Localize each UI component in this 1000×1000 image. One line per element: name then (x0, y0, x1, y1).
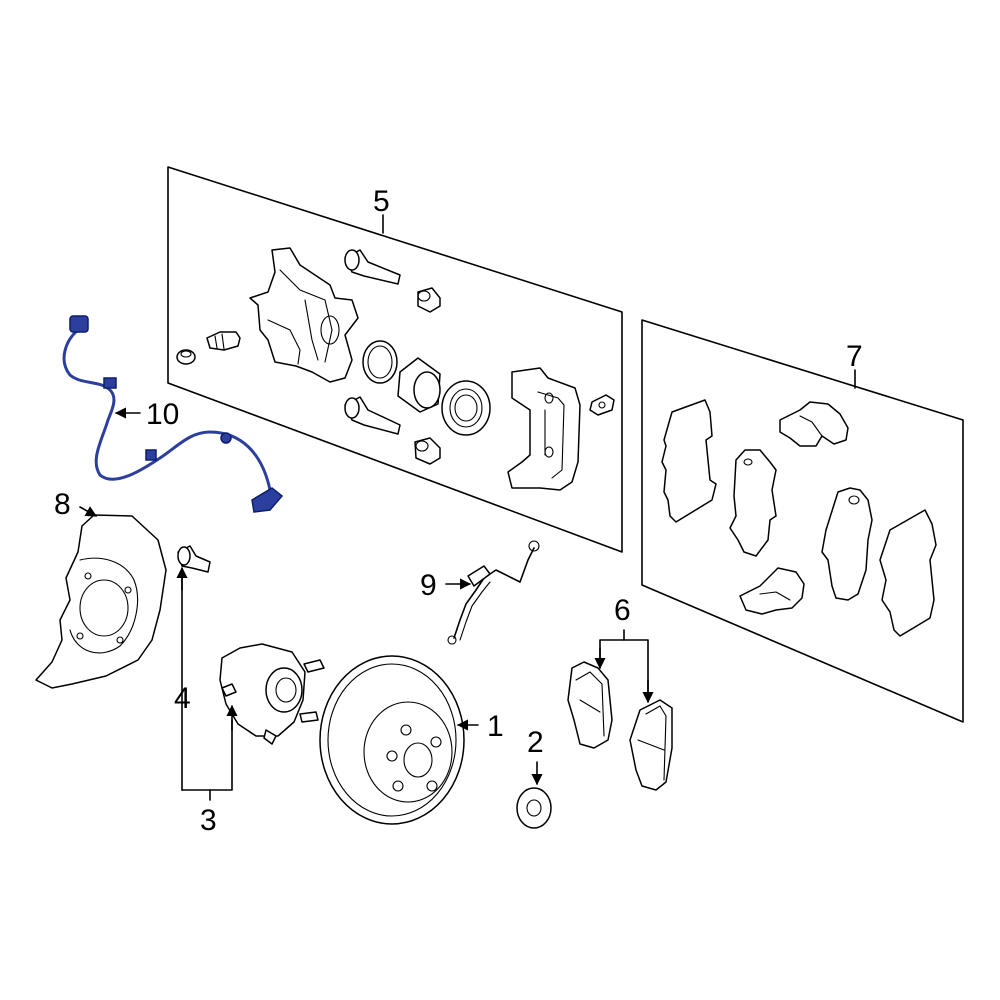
hub-assembly[interactable] (219, 643, 325, 745)
abs-sensor-connector[interactable] (69, 315, 89, 333)
pad-clip-lower[interactable] (739, 567, 805, 615)
callout-9: 9 (420, 569, 437, 602)
abs-sensor-clip-3[interactable] (220, 432, 232, 444)
brake-pad-inner[interactable] (567, 661, 613, 749)
shim-2[interactable] (729, 449, 777, 557)
caliper-bracket[interactable] (507, 367, 581, 491)
guide-pin-lower[interactable] (344, 396, 401, 435)
piston-seal[interactable] (362, 340, 398, 384)
callout-7: 7 (846, 340, 863, 373)
bleeder-cap[interactable] (176, 349, 196, 365)
abs-sensor-clip-1[interactable] (103, 377, 117, 389)
guide-pin-boot-upper[interactable] (417, 287, 441, 313)
callout-6: 6 (614, 594, 631, 627)
callout-2: 2 (527, 726, 544, 759)
callout-4: 4 (174, 682, 191, 715)
pad-clip-upper[interactable] (779, 401, 849, 447)
brake-hose[interactable] (447, 540, 540, 645)
abs-sensor-wire[interactable] (62, 328, 272, 492)
piston-boot[interactable] (441, 380, 491, 436)
hub-bolt[interactable] (177, 545, 211, 573)
shim-1[interactable] (661, 399, 717, 523)
brake-pad-outer[interactable] (629, 699, 673, 791)
hardware-kit-box (641, 319, 964, 723)
abs-sensor-clip-2[interactable] (145, 449, 157, 461)
bracket-clip[interactable] (589, 394, 615, 416)
piston[interactable] (397, 357, 441, 413)
caliper-assembly-box (167, 166, 623, 553)
leader-lines (79, 407, 654, 801)
splash-shield[interactable] (35, 514, 167, 689)
guide-pin-boot-lower[interactable] (414, 437, 441, 465)
callout-8: 8 (54, 488, 71, 521)
callout-1: 1 (487, 710, 504, 743)
shim-4[interactable] (879, 509, 937, 637)
callout-labels: 1 2 3 4 5 6 7 8 9 10 (54, 185, 863, 837)
guide-pin-upper[interactable] (344, 249, 401, 285)
caliper-body[interactable] (249, 247, 359, 383)
callout-5: 5 (373, 185, 390, 218)
callout-10: 10 (146, 398, 179, 431)
brake-rotor[interactable] (319, 655, 465, 825)
callout-3: 3 (200, 804, 217, 837)
bleeder-screw[interactable] (206, 331, 241, 351)
abs-sensor[interactable] (62, 315, 284, 513)
washer[interactable] (516, 787, 552, 829)
shim-3[interactable] (821, 487, 873, 601)
abs-sensor-head[interactable] (251, 487, 284, 513)
